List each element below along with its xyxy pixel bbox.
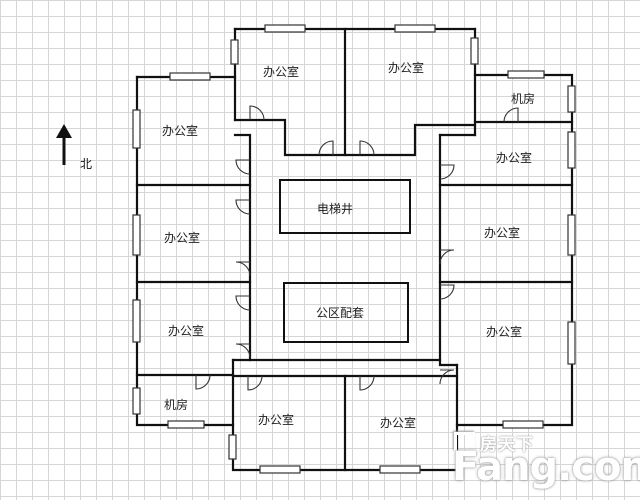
watermark-bracket-icon [454, 432, 475, 451]
door-swing [235, 295, 251, 311]
window [379, 465, 421, 474]
door-swing [439, 284, 455, 300]
room-label-office-w3: 办公室 [168, 323, 204, 338]
window [567, 85, 576, 113]
door-swing [247, 375, 263, 391]
door-swing [359, 140, 375, 156]
window [228, 434, 237, 460]
door-swing [235, 261, 251, 277]
windows [132, 24, 576, 474]
door-swing [235, 159, 251, 175]
room-label-office-bottom-left: 办公室 [258, 412, 294, 427]
elevator-shaft [279, 179, 411, 234]
door-swing [359, 375, 375, 391]
window [132, 387, 141, 415]
window [259, 465, 301, 474]
room-label-office-top-right: 办公室 [388, 60, 424, 75]
window [567, 214, 576, 256]
room-label-office-w1: 办公室 [162, 123, 198, 138]
room-label-office-bottom-right: 办公室 [380, 415, 416, 430]
room-label-machine-sw: 机房 [164, 397, 188, 412]
room-label-office-e3: 办公室 [486, 324, 522, 339]
walls [135, 27, 574, 472]
window [132, 214, 141, 256]
room-label-office-top-left: 办公室 [263, 64, 299, 79]
window [567, 131, 576, 169]
door-swing [439, 164, 455, 180]
doors [195, 105, 519, 391]
public-facilities-box [283, 282, 409, 343]
window [507, 70, 545, 79]
window [567, 321, 576, 365]
window [470, 37, 479, 65]
watermark-cn: 房天下 [480, 435, 534, 455]
window [132, 109, 141, 149]
north-arrow-icon [56, 124, 72, 165]
door-swing [503, 107, 519, 123]
window [132, 299, 141, 343]
window [169, 72, 211, 81]
window [394, 24, 436, 33]
door-swing [235, 343, 251, 359]
window [502, 420, 544, 429]
room-label-office-e1: 办公室 [496, 150, 532, 165]
room-label-elevator: 电梯井 [317, 202, 353, 216]
room-label-public-facilities: 公区配套 [316, 306, 364, 320]
window [230, 39, 239, 65]
watermark-logo: 房天下 Fang.com [452, 430, 640, 490]
room-label-office-w2: 办公室 [164, 230, 200, 245]
room-label-machine-ne: 机房 [511, 91, 535, 106]
door-swing [439, 369, 455, 385]
door-swing [318, 140, 334, 156]
north-label: 北 [80, 157, 92, 171]
door-swing [195, 374, 211, 390]
window [264, 24, 306, 33]
door-swing [235, 199, 251, 215]
door-swing [249, 105, 265, 121]
room-label-office-e2: 办公室 [484, 225, 520, 240]
watermark-en: Fang.com [452, 444, 640, 490]
window [167, 420, 205, 429]
door-swing [439, 249, 455, 265]
